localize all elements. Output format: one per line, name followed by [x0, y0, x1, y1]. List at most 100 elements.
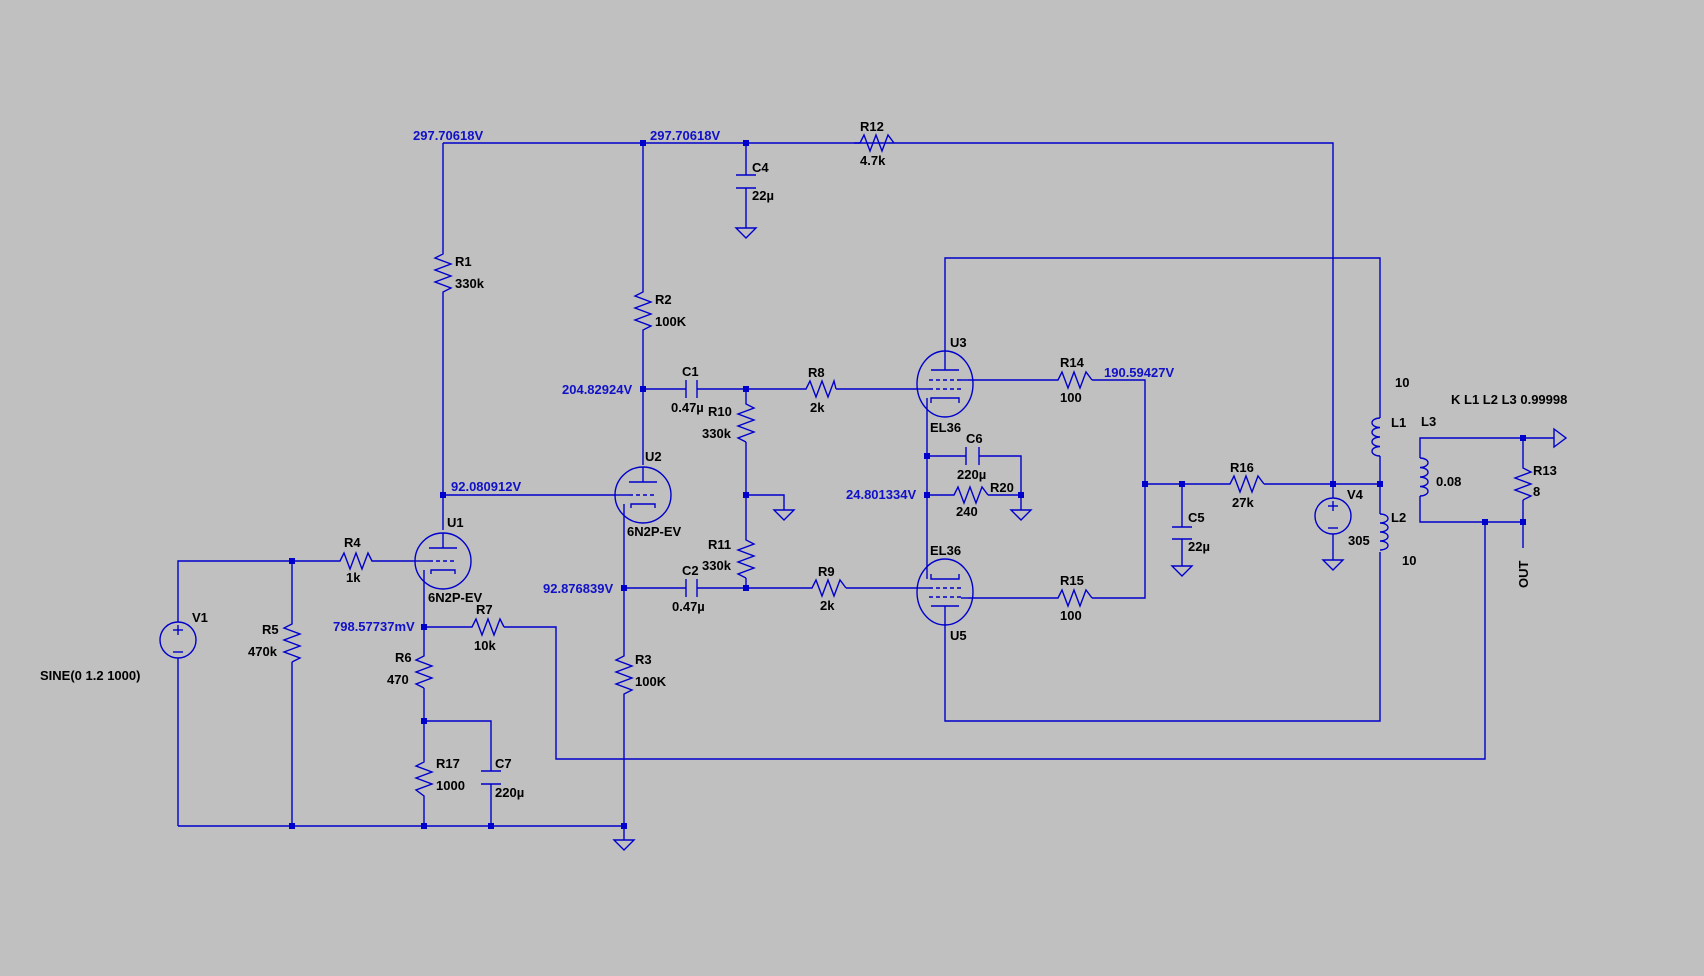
capacitors: [481, 174, 1192, 785]
junction: [621, 585, 627, 591]
voltage-u2-plate: 204.82924V: [562, 382, 632, 397]
tube-u3[interactable]: [916, 350, 974, 418]
label-r14-value: 100: [1060, 390, 1082, 405]
label-r9-value: 2k: [820, 598, 835, 613]
resistor-r16[interactable]: [1224, 474, 1265, 494]
capacitor-c6[interactable]: [965, 447, 980, 465]
label-u2-value: 6N2P-EV: [627, 524, 682, 539]
label-l2-name: L2: [1391, 510, 1406, 525]
label-r11-value: 330k: [702, 558, 732, 573]
label-v4-value: 305: [1348, 533, 1370, 548]
label-c4-name: C4: [752, 160, 769, 175]
wire-u5-plate: [944, 552, 1381, 722]
label-c6-value: 220µ: [957, 467, 986, 482]
resistor-r14[interactable]: [1052, 370, 1093, 390]
label-r7-value: 10k: [474, 638, 496, 653]
inductor-l1[interactable]: [1371, 417, 1381, 457]
resistor-r2[interactable]: [633, 285, 653, 335]
resistor-r13[interactable]: [1513, 463, 1533, 501]
tube-u2[interactable]: [614, 466, 672, 524]
label-r1-name: R1: [455, 254, 472, 269]
wire-bplus-rail: [443, 142, 1334, 255]
junction: [1018, 492, 1024, 498]
label-u2-name: U2: [645, 449, 662, 464]
wire-u3-plate: [944, 257, 1381, 418]
label-c6-name: C6: [966, 431, 983, 446]
wires: [177, 142, 1554, 840]
label-r15-name: R15: [1060, 573, 1084, 588]
label-u5-value: EL36: [930, 543, 961, 558]
capacitor-c5[interactable]: [1172, 526, 1192, 540]
label-c1-name: C1: [682, 364, 699, 379]
node-voltages: 297.70618V 297.70618V 204.82924V 92.0809…: [333, 128, 1174, 634]
junction: [924, 453, 930, 459]
label-r20-value: 240: [956, 504, 978, 519]
label-r9-name: R9: [818, 564, 835, 579]
voltage-u1-plate: 92.080912V: [451, 479, 521, 494]
label-v1-value: SINE(0 1.2 1000): [40, 668, 140, 683]
capacitor-c1[interactable]: [685, 380, 698, 398]
label-r8-name: R8: [808, 365, 825, 380]
label-l1-value: 10: [1395, 375, 1409, 390]
capacitor-c7[interactable]: [481, 770, 501, 785]
capacitor-c2[interactable]: [685, 579, 698, 597]
label-u1-name: U1: [447, 515, 464, 530]
label-r13-name: R13: [1533, 463, 1557, 478]
resistor-r20[interactable]: [948, 485, 989, 505]
label-r6-name: R6: [395, 650, 412, 665]
label-r16-value: 27k: [1232, 495, 1254, 510]
label-r12-name: R12: [860, 119, 884, 134]
wire-r14-right: [1092, 379, 1146, 599]
resistor-r8[interactable]: [800, 378, 837, 399]
resistor-r11[interactable]: [736, 534, 756, 579]
label-r10-name: R10: [708, 404, 732, 419]
inductor-l3[interactable]: [1419, 457, 1429, 497]
label-r4-value: 1k: [346, 570, 361, 585]
label-r2-name: R2: [655, 292, 672, 307]
resistor-r17[interactable]: [414, 756, 434, 800]
resistor-r7[interactable]: [466, 617, 505, 637]
resistor-r5[interactable]: [282, 618, 302, 663]
source-v1[interactable]: [159, 621, 197, 659]
label-r5-name: R5: [262, 622, 279, 637]
label-c1-value: 0.47µ: [671, 400, 704, 415]
voltage-b-plus-right: 297.70618V: [650, 128, 720, 143]
label-r11-name: R11: [708, 537, 731, 552]
junction: [1330, 481, 1336, 487]
resistor-r15[interactable]: [1052, 588, 1093, 608]
junction: [1377, 481, 1383, 487]
label-r1-value: 330k: [455, 276, 485, 291]
tube-u5[interactable]: [916, 558, 974, 626]
junction: [289, 558, 295, 564]
junction: [743, 140, 749, 146]
junctions: [289, 140, 1526, 829]
resistor-r4[interactable]: [334, 551, 374, 571]
ground-icon: [1321, 559, 1345, 571]
net-label-out: OUT: [1516, 561, 1531, 589]
resistor-r12[interactable]: [854, 133, 895, 153]
voltage-u2-cathode: 92.876839V: [543, 581, 613, 596]
resistor-r10[interactable]: [736, 398, 756, 443]
tube-u1[interactable]: [413, 532, 472, 590]
junction: [743, 492, 749, 498]
wire-feedback: [504, 522, 1486, 760]
label-c4-value: 22µ: [752, 188, 774, 203]
junction: [1520, 519, 1526, 525]
resistor-r3[interactable]: [614, 650, 634, 698]
wire-sec-top: [1419, 437, 1524, 463]
voltage-u1-cathode: 798.57737mV: [333, 619, 415, 634]
label-l3-value: 0.08: [1436, 474, 1461, 489]
ground-icon: [1170, 565, 1194, 577]
capacitor-c4[interactable]: [736, 174, 756, 189]
resistor-r1[interactable]: [433, 248, 453, 296]
label-r4-name: R4: [344, 535, 361, 550]
source-v4[interactable]: [1314, 497, 1352, 535]
inductor-l2[interactable]: [1379, 513, 1389, 551]
label-r13-value: 8: [1533, 484, 1540, 499]
resistor-r9[interactable]: [806, 578, 847, 598]
resistor-r6[interactable]: [414, 652, 434, 689]
voltage-b-plus-left: 297.70618V: [413, 128, 483, 143]
label-r20-name: R20: [990, 480, 1014, 495]
label-r2-value: 100K: [655, 314, 687, 329]
